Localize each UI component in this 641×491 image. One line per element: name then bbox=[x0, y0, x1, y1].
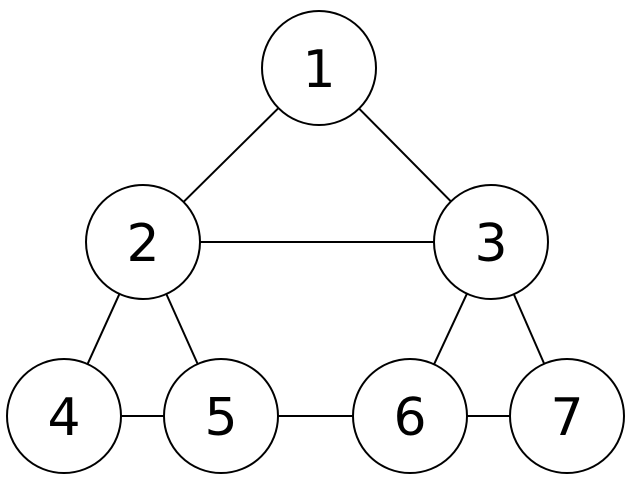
nodes-layer: 1 2 3 4 5 6 7 bbox=[6, 10, 625, 474]
node-7: 7 bbox=[509, 358, 625, 474]
node-2-label: 2 bbox=[126, 214, 159, 274]
node-6: 6 bbox=[352, 358, 468, 474]
node-4-label: 4 bbox=[47, 388, 80, 448]
edge-1-2 bbox=[182, 107, 280, 203]
node-4: 4 bbox=[6, 358, 122, 474]
node-7-label: 7 bbox=[550, 388, 583, 448]
node-2: 2 bbox=[85, 184, 201, 300]
edge-2-4 bbox=[86, 293, 121, 365]
node-3-label: 3 bbox=[474, 214, 507, 274]
node-6-label: 6 bbox=[393, 388, 426, 448]
edge-3-6 bbox=[433, 293, 468, 365]
node-3-circle bbox=[433, 184, 549, 300]
edge-2-5 bbox=[165, 293, 199, 365]
node-4-circle bbox=[6, 358, 122, 474]
edges-layer bbox=[86, 107, 546, 417]
node-6-circle bbox=[352, 358, 468, 474]
node-5-circle bbox=[163, 358, 279, 474]
node-7-circle bbox=[509, 358, 625, 474]
node-1-label: 1 bbox=[302, 40, 335, 100]
node-5: 5 bbox=[163, 358, 279, 474]
node-1: 1 bbox=[261, 10, 377, 126]
edge-3-7 bbox=[512, 293, 546, 365]
node-1-circle bbox=[261, 10, 377, 126]
node-2-circle bbox=[85, 184, 201, 300]
node-5-label: 5 bbox=[204, 388, 237, 448]
node-3: 3 bbox=[433, 184, 549, 300]
edge-1-3 bbox=[358, 107, 452, 203]
